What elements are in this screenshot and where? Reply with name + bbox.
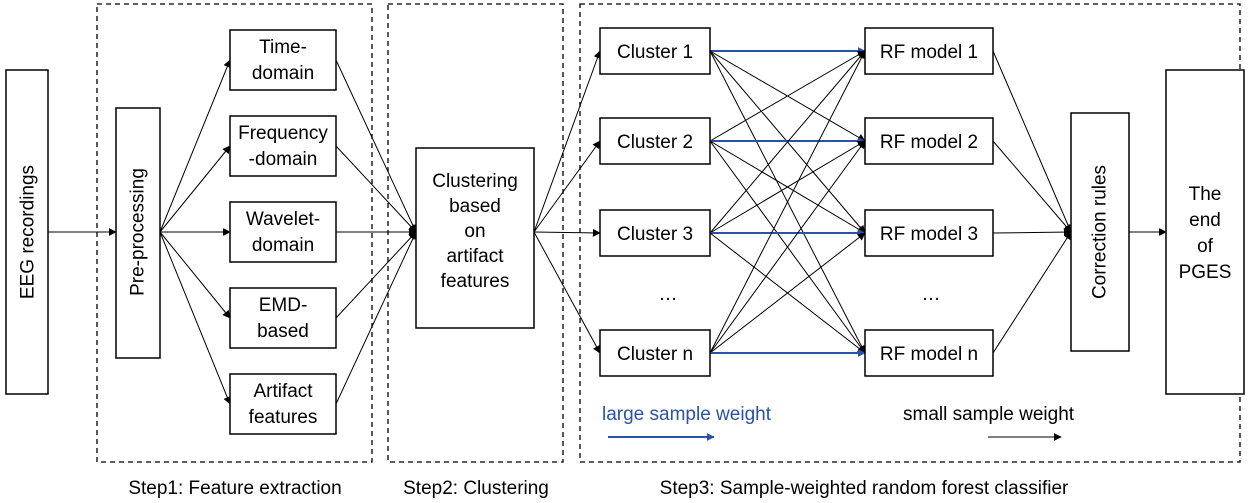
arrow-preprocessing-to-feature-4 [159, 231, 231, 405]
eeg-recordings-label: EEG recordings [18, 165, 39, 299]
end-label-line: The [1189, 184, 1222, 205]
feature-box-emd: EMD- based [229, 287, 337, 349]
feature-label-line: features [249, 407, 318, 428]
arrow-rf-to-correction-0 [992, 50, 1072, 233]
cluster-box-3: Cluster 3 [599, 209, 711, 257]
end-of-pges-box: The end of PGES [1165, 69, 1245, 395]
feature-label-line: EMD- [259, 295, 308, 316]
feature-box-time: Time- domain [229, 29, 337, 91]
cluster-box-1: Cluster 1 [599, 27, 711, 75]
end-label-line: of [1197, 236, 1214, 257]
clustering-label-line: Clustering [432, 171, 518, 192]
clustering-label-line: features [441, 271, 510, 292]
preprocessing-label: Pre-processing [128, 168, 149, 296]
cluster-box-n: Cluster n [599, 329, 711, 377]
rf-model-label: RF model 1 [880, 42, 978, 63]
rf-model-ellipsis: … [922, 284, 941, 305]
arrow-preprocessing-to-feature-3 [159, 231, 231, 319]
feature-label-line: Artifact [253, 381, 313, 402]
clustering-label-line: based [449, 196, 501, 217]
correction-rules-box [1070, 112, 1130, 352]
arrow-clustering-to-cluster-0 [533, 50, 602, 233]
arrow-clustering-to-cluster-3 [533, 231, 601, 354]
feature-label-line: Time- [259, 37, 307, 58]
arrow-cluster-2-to-rf-1 [709, 140, 866, 234]
legend-large-weight-label: large sample weight [602, 404, 772, 425]
arrow-feature-to-clustering-1 [335, 145, 417, 233]
feature-label-line: Frequency [238, 123, 328, 144]
arrow-cluster-2-to-rf-0 [709, 50, 866, 234]
cluster-label: Cluster 1 [617, 42, 693, 63]
arrow-feature-to-clustering-4 [335, 231, 417, 405]
connector-arrows [48, 47, 1167, 405]
preprocessing-box [115, 107, 161, 359]
cluster-box-2: Cluster 2 [599, 117, 711, 165]
step2-region [387, 3, 564, 463]
feature-box-wavelet: Wavelet- domain [229, 201, 337, 263]
cluster-label: Cluster n [617, 344, 693, 365]
legend-small-weight-label: small sample weight [903, 404, 1075, 425]
rf-model-box-n: RF model n [864, 329, 994, 377]
rf-model-box-3: RF model 3 [864, 209, 994, 257]
rf-model-label: RF model n [880, 344, 978, 365]
rf-model-box-2: RF model 2 [864, 117, 994, 165]
step2-caption: Step2: Clustering [403, 478, 549, 499]
clustering-box: Clustering based on artifact features [415, 147, 535, 329]
feature-label-line: -domain [249, 149, 318, 170]
arrow-clustering-to-cluster-1 [533, 140, 601, 233]
arrow-cluster-3-to-rf-1 [709, 140, 866, 354]
cluster-label: Cluster 2 [617, 132, 693, 153]
rf-model-box-1: RF model 1 [864, 27, 994, 75]
arrow-rf-to-correction-1 [992, 140, 1072, 233]
end-label-line: PGES [1179, 262, 1232, 283]
end-label-line: end [1189, 210, 1221, 231]
feature-label-line: domain [252, 235, 314, 256]
rf-model-label: RF model 3 [880, 224, 978, 245]
cluster-label: Cluster 3 [617, 224, 693, 245]
arrow-cluster-3-to-rf-2 [709, 232, 866, 354]
arrow-preprocessing-to-feature-0 [159, 59, 231, 233]
arrow-feature-to-clustering-0 [335, 59, 417, 233]
arrow-preprocessing-to-feature-1 [159, 145, 231, 233]
clustering-label-line: on [464, 221, 485, 242]
step3-caption: Step3: Sample-weighted random forest cla… [660, 478, 1069, 499]
eeg-recordings-box [5, 69, 49, 395]
feature-box-frequency: Frequency -domain [229, 115, 337, 177]
step1-region [96, 3, 373, 463]
correction-rules-label: Correction rules [1090, 165, 1111, 299]
cluster-ellipsis: … [659, 284, 678, 305]
feature-box-artifact: Artifact features [229, 373, 337, 435]
step1-caption: Step1: Feature extraction [128, 478, 341, 499]
arrow-rf-to-correction-3 [992, 231, 1072, 354]
arrow-feature-to-clustering-3 [335, 231, 417, 319]
feature-label-line: based [257, 321, 309, 342]
feature-label-line: Wavelet- [246, 209, 320, 230]
arrow-clustering-to-cluster-2 [533, 228, 601, 237]
rf-model-label: RF model 2 [880, 132, 978, 153]
arrow-cluster-3-to-rf-0 [709, 50, 866, 354]
arrow-cluster-1-to-rf-0 [709, 50, 866, 142]
arrow-rf-to-correction-2 [992, 228, 1072, 237]
feature-label-line: domain [252, 63, 314, 84]
clustering-label-line: artifact [446, 246, 504, 267]
